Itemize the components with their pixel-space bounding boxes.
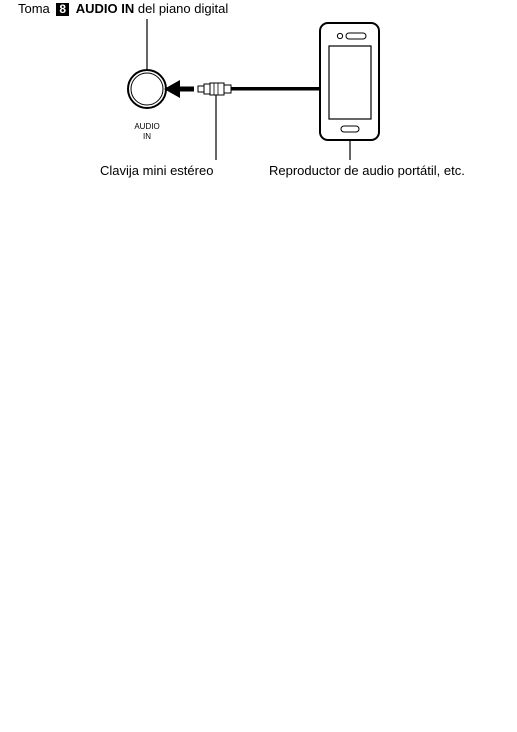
number-badge: 8	[56, 3, 70, 16]
audio-in-jack-icon	[127, 69, 167, 109]
caption-prefix: Toma	[18, 1, 50, 16]
mini-stereo-plug-icon	[197, 82, 232, 96]
caption-suffix: del piano digital	[137, 1, 229, 16]
audio-cable	[231, 87, 321, 91]
jack-label-line1: AUDIO	[134, 122, 160, 131]
jack-label: AUDIO IN	[127, 122, 167, 142]
insert-arrow-icon	[164, 80, 194, 98]
jack-label-line2: IN	[143, 132, 151, 141]
jack-name: AUDIO IN	[75, 1, 135, 16]
jack-caption: Toma 8 AUDIO IN del piano digital	[18, 1, 228, 16]
player-caption: Reproductor de audio portátil, etc.	[269, 163, 465, 178]
plug-caption: Clavija mini estéreo	[100, 163, 214, 178]
portable-player-icon	[319, 22, 380, 141]
